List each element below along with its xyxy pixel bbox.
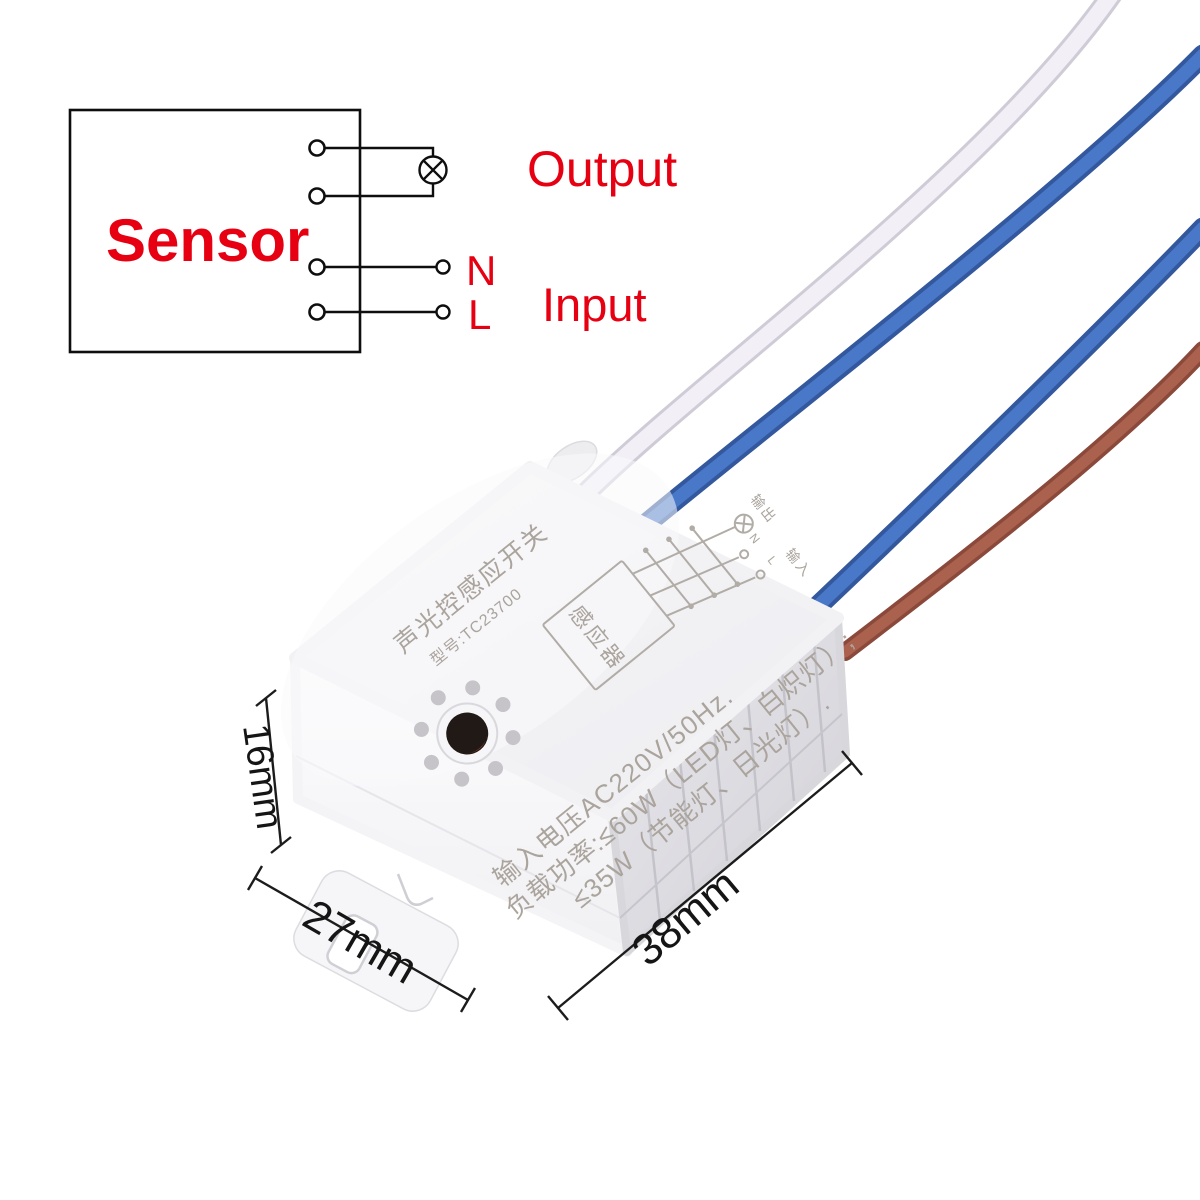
schematic-box: [542, 560, 675, 691]
tab-screw-hole: [326, 914, 379, 975]
white-wire: [574, 0, 1122, 505]
wiring-diagram: Sensor N L Output Input: [68, 108, 677, 354]
terminal-output-1: [308, 139, 326, 157]
blue-wire-input: [807, 217, 1200, 617]
n-label: N: [466, 247, 496, 294]
schematic-n-label: N: [746, 531, 762, 547]
schematic-lamp-icon: [733, 513, 754, 534]
microphone-cluster: [413, 680, 521, 787]
mic-hole: [446, 712, 489, 755]
input-terminal-n: [435, 259, 451, 275]
schematic-l-terminal: [755, 569, 766, 580]
speaker-holes: [413, 680, 521, 787]
top-face-sheen: [281, 453, 679, 787]
brown-wire-input: [836, 341, 1200, 661]
l-label: L: [468, 291, 491, 338]
sensor-box-label: Sensor: [106, 207, 309, 274]
output-loop-wire: [325, 146, 435, 198]
blue-wire-output: [634, 44, 1200, 536]
tab-latch-notch: [396, 873, 434, 906]
mounting-tab: [293, 870, 459, 1012]
schematic-rungs: [644, 527, 739, 607]
input-label: Input: [542, 278, 647, 331]
dimension-height-label: 16mm: [234, 721, 290, 831]
terminal-input-l: [308, 303, 326, 321]
schematic-bus-lines: [632, 526, 756, 617]
schematic-n-terminal: [739, 549, 750, 560]
schematic-input-label: 输入: [782, 545, 815, 580]
sensor-terminals: [308, 139, 326, 321]
schematic-joints: [642, 525, 741, 610]
lamp-icon: [418, 155, 448, 185]
input-terminal-l: [435, 304, 451, 320]
terminal-output-2: [308, 187, 326, 205]
right-face-ribs: [644, 641, 827, 922]
output-label: Output: [527, 141, 677, 197]
schematic-l-label: L: [765, 553, 780, 567]
sensor-box-outline: [68, 108, 362, 354]
wires: [574, 0, 1200, 661]
terminal-input-n: [308, 258, 326, 276]
